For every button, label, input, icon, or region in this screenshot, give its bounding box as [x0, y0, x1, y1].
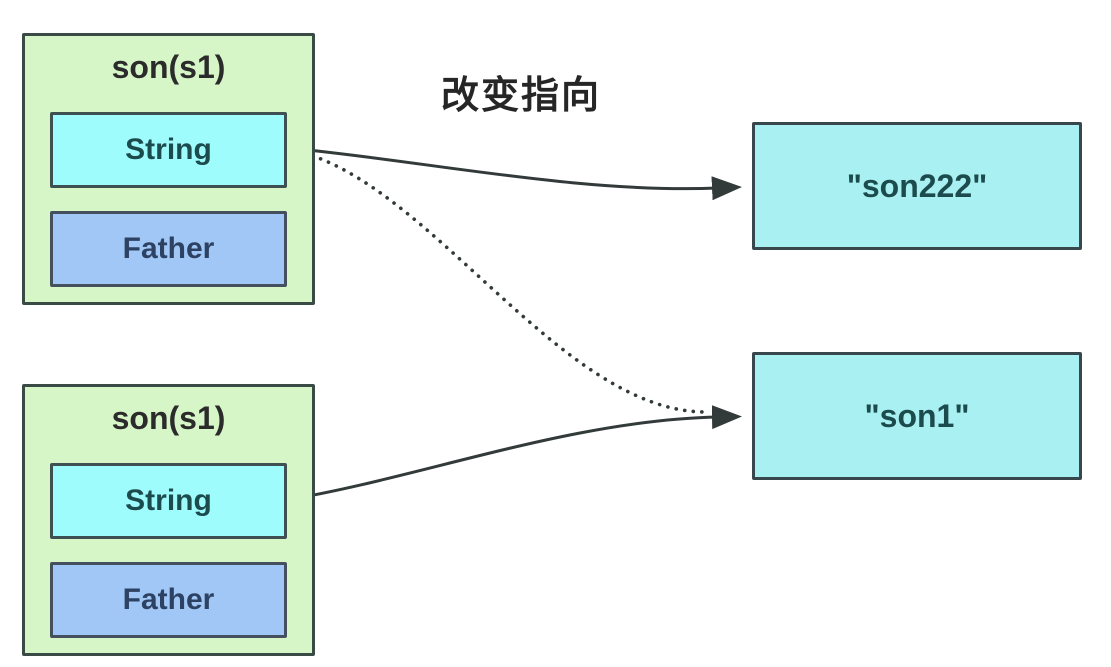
heap-box-son1: "son1" [752, 352, 1082, 480]
caption-change-pointing: 改变指向 [441, 75, 602, 117]
arrow-top-string-to-son222 [287, 146, 742, 201]
object-title: son(s1) [111, 400, 226, 436]
object-title: son(s1) [111, 49, 226, 85]
field-string: String [50, 112, 287, 188]
object-box-son-s1-bottom: son(s1) String Father [22, 384, 315, 656]
arrow-bottom-string-to-son1 [285, 405, 742, 502]
object-box-son-s1-top: son(s1) String Father [22, 33, 315, 305]
field-father: Father [50, 562, 287, 638]
field-string: String [50, 463, 287, 539]
arrow-dotted-old-reference-to-son1 [294, 149, 706, 414]
heap-box-son222: "son222" [752, 122, 1082, 250]
field-father: Father [50, 211, 287, 287]
